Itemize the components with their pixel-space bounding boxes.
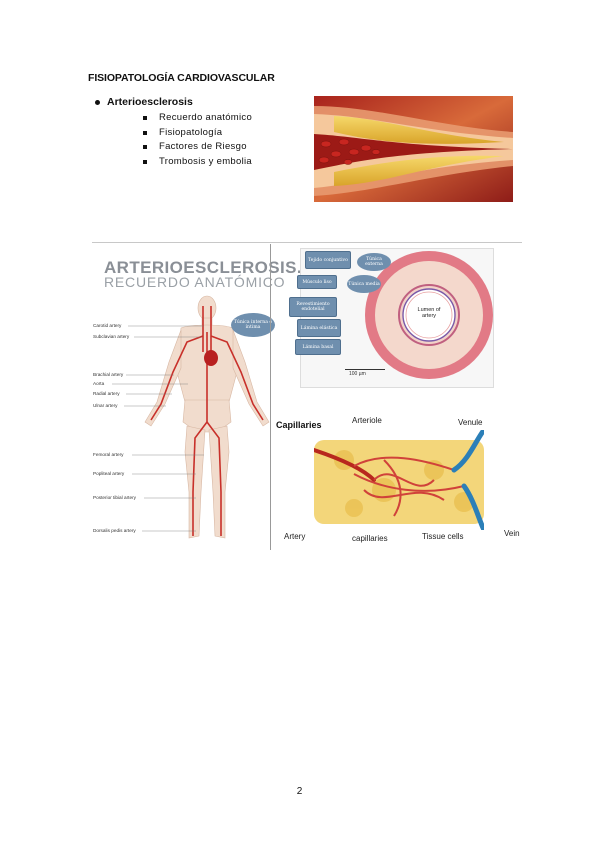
scale-label: 100 µm <box>349 371 366 377</box>
layer-oval: Túnica media <box>347 275 381 293</box>
layer-box: Revestimiento endotelial <box>289 297 337 317</box>
artery-cross-section: Lumen of artery Tejido conjuntivo Múscul… <box>231 248 494 388</box>
capillary-label: Arteriole <box>352 416 382 425</box>
sub-list: Recuerdo anatómico Fisiopatología Factor… <box>143 111 252 169</box>
anatomy-figure: ARTERIOESCLEROSIS. RECUERDO ANATÓMICO <box>92 244 522 550</box>
main-bullet-label: Arterioesclerosis <box>107 96 193 108</box>
capillary-network-image <box>314 430 484 530</box>
body-label: Brachial artery <box>93 372 124 377</box>
layer-oval: Túnica externa <box>357 253 391 271</box>
layer-box: Músculo liso <box>297 275 337 289</box>
body-label: Femoral artery <box>93 452 124 457</box>
document-heading: FISIOPATOLOGÍA CARDIOVASCULAR <box>88 72 275 84</box>
layer-oval: Túnica interna ó íntima <box>231 313 275 337</box>
capillary-label: Vein <box>504 529 520 538</box>
body-label: Posterior tibial artery <box>93 495 136 500</box>
sub-item: Recuerdo anatómico <box>143 111 252 126</box>
lumen-label: Lumen of artery <box>417 307 441 319</box>
body-label: Ulnar artery <box>93 403 118 408</box>
circulatory-body-image <box>144 295 270 539</box>
artery-plaque-image <box>314 96 513 202</box>
bullet-dot-icon <box>95 100 100 105</box>
label-leaders <box>112 325 204 532</box>
layer-box: Lámina basal <box>295 339 341 355</box>
body-label: Dorsalis pedis artery <box>93 528 136 533</box>
body-label: Popliteal artery <box>93 471 125 476</box>
separator-line <box>92 242 522 243</box>
capillaries-diagram: Capillaries Arteriole Venule Artery capi… <box>276 416 522 550</box>
artery-rings-image <box>365 251 493 379</box>
capillary-label: Tissue cells <box>422 532 464 541</box>
capillary-label: Artery <box>284 532 306 541</box>
capillaries-title: Capillaries <box>276 420 322 430</box>
figure-divider <box>270 244 271 550</box>
body-label: Radial artery <box>93 391 120 396</box>
body-label: Subclavian artery <box>93 334 130 339</box>
main-bullet: Arterioesclerosis <box>95 96 193 108</box>
body-label: Aorta <box>93 381 105 386</box>
sub-item: Fisiopatología <box>143 126 252 141</box>
capillary-label: Venule <box>458 418 483 427</box>
figure-title: ARTERIOESCLEROSIS. <box>104 258 303 277</box>
sub-item: Factores de Riesgo <box>143 140 252 155</box>
layer-box: Tejido conjuntivo <box>305 251 351 269</box>
capillary-label: capillaries <box>352 534 388 543</box>
layer-box: Lámina elástica <box>297 319 341 337</box>
sub-item: Trombosis y embolia <box>143 155 252 170</box>
scale-bar <box>345 369 385 370</box>
page-number: 2 <box>296 786 303 797</box>
body-label: Carotid artery <box>93 323 122 328</box>
figure-subtitle: RECUERDO ANATÓMICO <box>104 274 286 290</box>
